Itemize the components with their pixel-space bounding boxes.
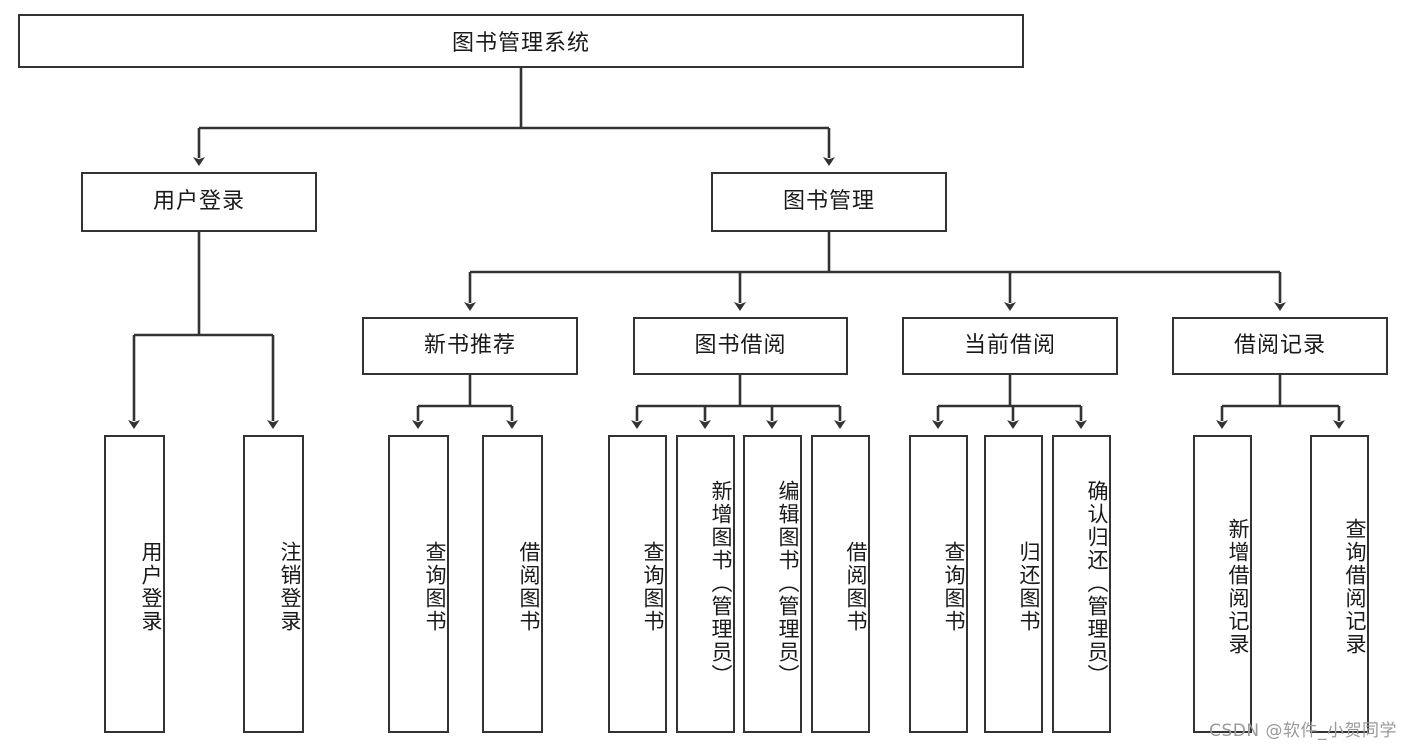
node-new-book-recommend-label: 新书推荐 [423, 332, 516, 358]
node-leaf-query-book-recommend[interactable]: 查询图书 [388, 435, 449, 733]
node-book-management[interactable]: 图书管理 [711, 172, 947, 232]
node-book-borrow-label: 图书借阅 [694, 332, 787, 358]
node-root[interactable]: 图书管理系统 [18, 14, 1024, 68]
node-leaf-user-login[interactable]: 用户登录 [104, 435, 165, 733]
node-borrow-record-label: 借阅记录 [1233, 332, 1326, 358]
node-user-login-label: 用户登录 [152, 188, 245, 214]
node-leaf-query-book-borrow-label: 查询图书 [641, 541, 665, 633]
node-leaf-query-book-current-label: 查询图书 [942, 541, 966, 633]
node-book-borrow[interactable]: 图书借阅 [633, 317, 848, 375]
node-leaf-edit-book-admin-label: 编辑图书（管理员） [776, 479, 800, 687]
node-borrow-record[interactable]: 借阅记录 [1172, 317, 1388, 375]
node-leaf-user-login-label: 用户登录 [139, 541, 163, 633]
node-leaf-add-book-admin[interactable]: 新增图书（管理员） [676, 435, 735, 733]
node-leaf-confirm-return-admin-label: 确认归还（管理员） [1085, 479, 1109, 687]
node-leaf-query-book-borrow[interactable]: 查询图书 [608, 435, 667, 733]
node-leaf-query-book-current[interactable]: 查询图书 [909, 435, 968, 733]
node-leaf-query-borrow-record-label: 查询借阅记录 [1343, 518, 1367, 656]
node-leaf-add-book-admin-label: 新增图书（管理员） [709, 479, 733, 687]
node-leaf-add-borrow-record-label: 新增借阅记录 [1226, 518, 1250, 656]
node-user-login[interactable]: 用户登录 [81, 172, 317, 232]
node-leaf-borrow-book-recommend[interactable]: 借阅图书 [482, 435, 543, 733]
node-leaf-add-borrow-record[interactable]: 新增借阅记录 [1193, 435, 1252, 733]
node-new-book-recommend[interactable]: 新书推荐 [362, 317, 578, 375]
node-leaf-edit-book-admin[interactable]: 编辑图书（管理员） [743, 435, 802, 733]
node-root-label: 图书管理系统 [451, 31, 590, 56]
node-leaf-borrow-book-label: 借阅图书 [844, 541, 868, 633]
node-leaf-query-borrow-record[interactable]: 查询借阅记录 [1310, 435, 1369, 733]
node-leaf-return-book[interactable]: 归还图书 [984, 435, 1043, 733]
node-leaf-return-book-label: 归还图书 [1017, 541, 1041, 633]
csdn-watermark: CSDN @软件_小贺同学 [1209, 721, 1397, 741]
node-leaf-borrow-book[interactable]: 借阅图书 [811, 435, 870, 733]
node-leaf-borrow-book-recommend-label: 借阅图书 [517, 541, 541, 633]
node-leaf-query-book-recommend-label: 查询图书 [423, 541, 447, 633]
node-book-management-label: 图书管理 [782, 188, 875, 214]
node-leaf-confirm-return-admin[interactable]: 确认归还（管理员） [1052, 435, 1111, 733]
node-leaf-logout[interactable]: 注销登录 [243, 435, 304, 733]
node-current-borrow-label: 当前借阅 [963, 332, 1056, 358]
node-current-borrow[interactable]: 当前借阅 [902, 317, 1118, 375]
node-leaf-logout-label: 注销登录 [278, 541, 302, 633]
